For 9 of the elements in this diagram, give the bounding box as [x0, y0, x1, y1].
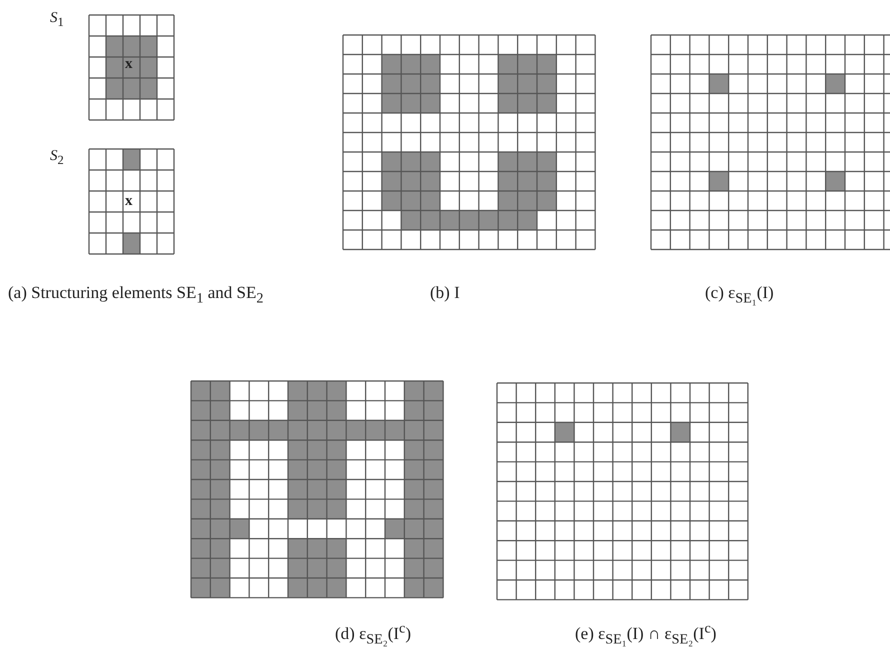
subfigure-caption: (a) Structuring elements SE$_{1}$ and SE$_{2}$ — [8, 282, 264, 308]
subfigure-caption: (b) I — [430, 282, 460, 304]
origin-mark: x — [125, 55, 132, 74]
subfigure-caption: (d) ε$_{SE₂}$(I$^{c}$) — [335, 619, 411, 650]
subfigure-caption: (c) ε$_{SE₁}$(I) — [705, 282, 774, 308]
subfigure-caption: (e) ε$_{SE₁}$(I) ∩ ε$_{SE₂}$(I$^{c}$) — [575, 619, 716, 650]
element-name: S$_{1}$ — [50, 9, 64, 31]
origin-mark: x — [125, 192, 132, 211]
element-name: S$_{2}$ — [50, 147, 64, 169]
